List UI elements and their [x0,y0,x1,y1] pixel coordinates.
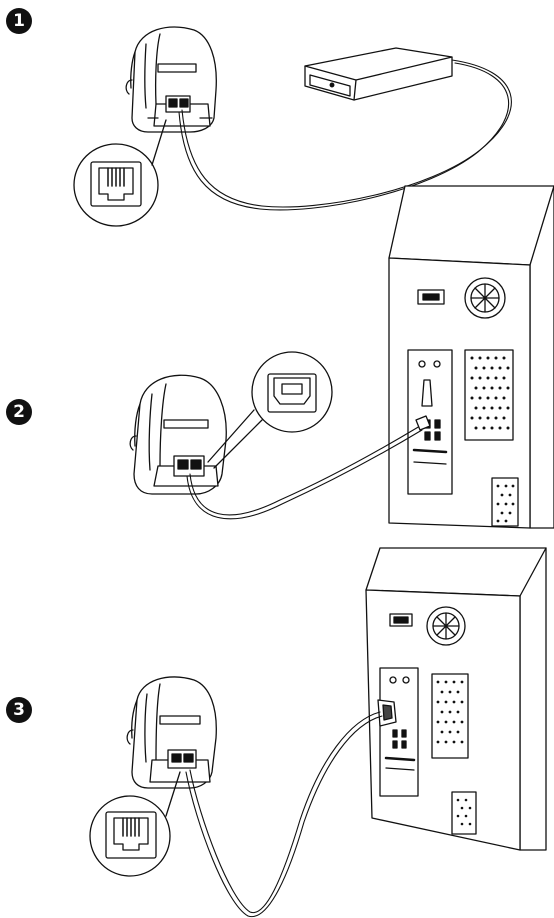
pc-tower-icon [366,548,546,850]
serial-connector-icon [378,700,396,726]
label-printer-icon [127,677,216,788]
rj11-port-icon [74,120,166,226]
label-printer-icon [126,27,216,132]
label-printer-icon [130,375,226,494]
pc-tower-icon [389,186,554,528]
step-2-group [130,186,554,528]
step-3-group [90,548,546,917]
usb-b-port-icon [208,352,332,468]
cash-drawer-icon [305,48,452,100]
